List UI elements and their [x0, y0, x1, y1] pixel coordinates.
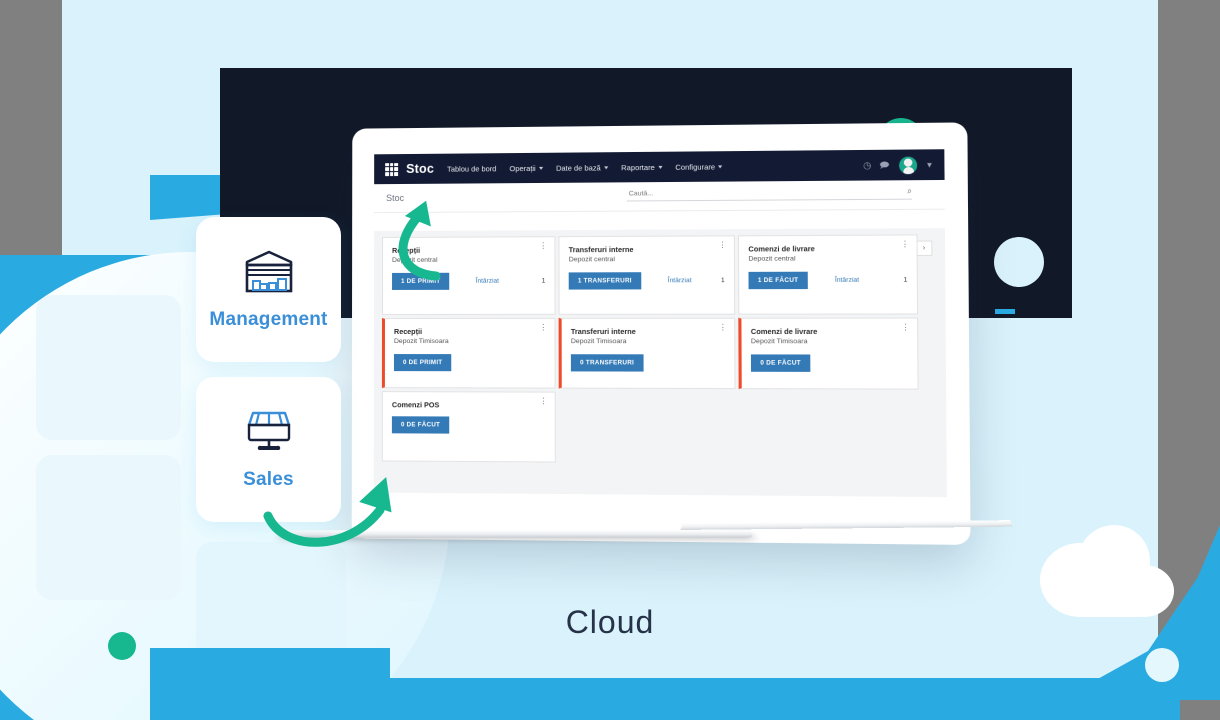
card-action-button[interactable]: 0 TRANSFERURI — [570, 354, 644, 372]
kebab-menu-icon[interactable]: ⋮ — [539, 396, 548, 406]
background-cyan-chip — [995, 309, 1015, 314]
app-brand[interactable]: Stoc — [406, 161, 435, 176]
card-subtitle: Depozit central — [748, 255, 796, 263]
kebab-menu-icon[interactable]: ⋮ — [539, 322, 548, 332]
card-action-button[interactable]: 1 DE FĂCUT — [748, 271, 808, 290]
nav-item-reporting[interactable]: Raportare — [621, 162, 663, 172]
card-late-count: 1 — [720, 277, 725, 285]
breadcrumb[interactable]: Stoc — [386, 192, 405, 204]
nav-item-master-data[interactable]: Date de bază — [556, 163, 608, 172]
card-title: Comenzi de livrare — [748, 244, 815, 254]
background-cyan-strip — [150, 648, 390, 720]
card-action-button[interactable]: 0 DE FĂCUT — [750, 354, 811, 372]
clock-icon[interactable]: ◷ — [863, 159, 872, 170]
background-square-1 — [36, 295, 181, 440]
pagination-next-button[interactable]: › — [915, 240, 933, 256]
device-base — [280, 530, 754, 538]
navbar-right-group: ◷ ▾ — [863, 155, 936, 175]
overview-card-grid: ⋮ Recepții Depozit central 1 DE PRIMIT Î… — [374, 228, 947, 478]
overview-card[interactable]: ⋮ Recepții Depozit central 1 DE PRIMIT Î… — [381, 236, 556, 315]
nav-item-label: Date de bază — [555, 162, 601, 173]
avatar[interactable] — [898, 155, 919, 175]
chevron-down-icon — [538, 166, 543, 170]
nav-item-label: Configurare — [675, 161, 716, 172]
kebab-menu-icon[interactable]: ⋮ — [900, 239, 910, 249]
card-row: 0 DE FĂCUT — [391, 416, 546, 434]
app-navbar: Stoc Tablou de bord Operații Date de baz… — [374, 149, 945, 185]
search-input[interactable] — [626, 186, 908, 198]
card-late-label[interactable]: Întârziat — [667, 277, 692, 285]
pagination-row: 1-7 / 7 ‹ › — [374, 209, 945, 257]
nav-item-dashboard[interactable]: Tablou de bord — [447, 164, 496, 173]
card-action-button[interactable]: 0 DE PRIMIT — [393, 354, 452, 372]
cloud-caption: Cloud — [565, 604, 655, 640]
app-subbar: Stoc ⌕ — [374, 179, 945, 214]
background-cloud-shape — [1040, 525, 1174, 617]
card-subtitle: Depozit central — [568, 256, 615, 264]
background-circle-cutout — [994, 237, 1044, 287]
card-late-count: 1 — [903, 276, 908, 284]
background-square-2 — [36, 455, 181, 600]
card-action-button[interactable]: 0 DE FĂCUT — [391, 416, 450, 434]
search-icon[interactable]: ⌕ — [907, 186, 913, 196]
chevron-down-icon — [657, 165, 663, 169]
card-row: 0 DE FĂCUT — [750, 354, 908, 372]
device-screen-frame: Stoc Tablou de bord Operații Date de baz… — [351, 122, 971, 545]
card-title: Transferuri interne — [568, 244, 634, 255]
chevron-down-icon — [603, 165, 608, 169]
card-row: 1 TRANSFERURI Întârziat 1 — [568, 272, 725, 290]
card-late-label[interactable]: Întârziat — [834, 276, 860, 284]
card-subtitle: Depozit Timisoara — [570, 338, 627, 346]
nav-item-operations[interactable]: Operații — [509, 163, 543, 173]
overview-card[interactable]: ⋮ Transferuri interne Depozit central 1 … — [558, 235, 736, 315]
overview-card[interactable]: ⋮ Comenzi POS 0 DE FĂCUT — [381, 391, 556, 463]
chat-bubble-glyph — [880, 161, 890, 169]
feature-card-sales[interactable]: Sales — [196, 377, 341, 522]
feature-label: Management — [209, 308, 328, 330]
card-row: 1 DE PRIMIT Întârziat 1 — [392, 272, 546, 290]
card-row: 1 DE FĂCUT Întârziat 1 — [748, 271, 908, 290]
chevron-down-icon[interactable]: ▾ — [926, 159, 932, 170]
nav-item-configuration[interactable]: Configurare — [675, 161, 723, 172]
overview-card[interactable]: ⋮ Transferuri interne Depozit Timisoara … — [558, 317, 736, 390]
card-title: Comenzi de livrare — [750, 326, 818, 337]
search-box[interactable]: ⌕ — [626, 186, 913, 202]
card-late-label[interactable]: Întârziat — [475, 277, 500, 285]
background-green-dot — [108, 632, 136, 660]
warehouse-icon — [245, 250, 292, 292]
chat-icon[interactable] — [880, 161, 891, 169]
background-small-circle — [1145, 648, 1179, 682]
apps-grid-icon[interactable] — [385, 162, 399, 176]
feature-card-management[interactable]: Management — [196, 217, 341, 362]
nav-item-label: Operații — [509, 163, 536, 173]
background-cyan-bottom-bar — [390, 678, 1180, 720]
chevron-down-icon — [718, 164, 723, 168]
card-action-button[interactable]: 1 TRANSFERURI — [568, 272, 642, 290]
kebab-menu-icon[interactable]: ⋮ — [901, 322, 910, 332]
card-subtitle: Depozit Timisoara — [393, 338, 449, 346]
card-action-button[interactable]: 1 DE PRIMIT — [392, 272, 450, 290]
overview-card[interactable]: ⋮ Comenzi de livrare Depozit Timisoara 0… — [738, 317, 919, 390]
card-subtitle: Depozit Timisoara — [750, 338, 808, 346]
card-subtitle: Depozit central — [392, 256, 438, 264]
card-title: Recepții — [392, 245, 421, 255]
nav-item-label: Tablou de bord — [447, 163, 497, 174]
card-title: Transferuri interne — [570, 326, 636, 337]
kebab-menu-icon[interactable]: ⋮ — [718, 240, 727, 250]
card-title: Comenzi POS — [391, 400, 440, 410]
app-screenshot: Stoc Tablou de bord Operații Date de baz… — [373, 149, 947, 498]
nav-item-label: Raportare — [621, 162, 655, 172]
card-late-count: 1 — [541, 277, 546, 285]
storefront-icon — [247, 411, 290, 450]
card-row: 0 DE PRIMIT — [393, 354, 545, 372]
kebab-menu-icon[interactable]: ⋮ — [539, 241, 548, 251]
card-row: 0 TRANSFERURI — [570, 354, 725, 372]
overview-card[interactable]: ⋮ Comenzi de livrare Depozit central 1 D… — [737, 234, 919, 315]
laptop-device: Stoc Tablou de bord Operații Date de baz… — [280, 122, 1013, 548]
feature-label: Sales — [243, 468, 294, 490]
overview-card[interactable]: ⋮ Recepții Depozit Timisoara 0 DE PRIMIT — [381, 317, 556, 389]
kebab-menu-icon[interactable]: ⋮ — [718, 322, 727, 332]
card-title: Recepții — [393, 326, 423, 337]
